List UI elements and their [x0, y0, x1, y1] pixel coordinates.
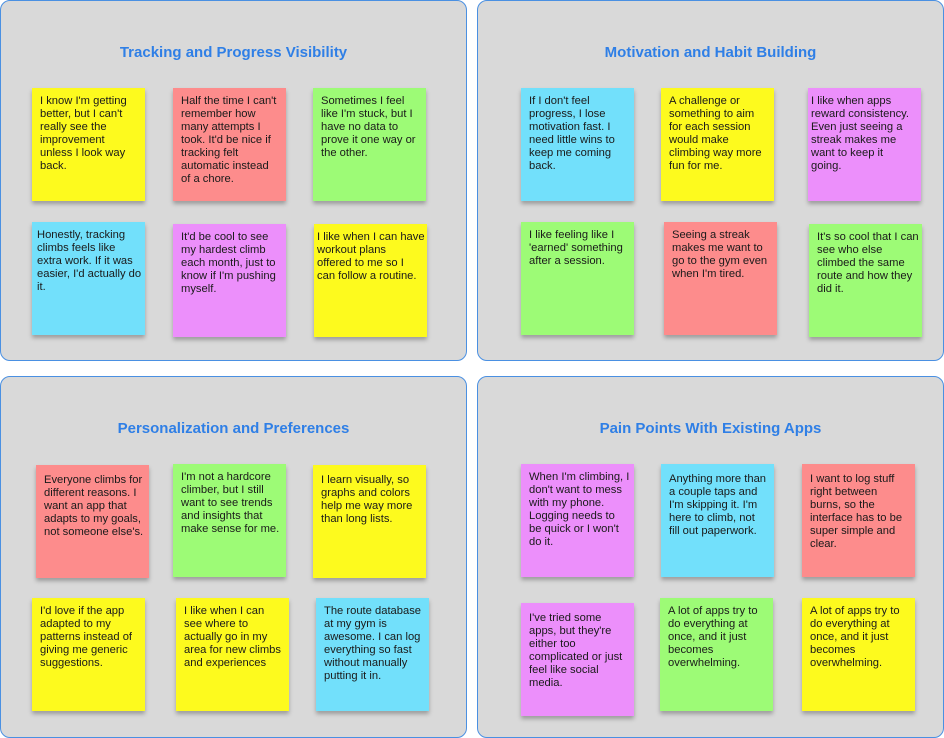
sticky-note[interactable]: Seeing a streak makes me want to go to t…	[664, 222, 777, 335]
sticky-note[interactable]: Everyone climbs for different reasons. I…	[36, 465, 149, 578]
panel-personalization: Personalization and Preferences Everyone…	[0, 376, 467, 738]
sticky-note[interactable]: Half the time I can't remember how many …	[173, 88, 286, 201]
sticky-note[interactable]: When I'm climbing, I don't want to mess …	[521, 464, 634, 577]
sticky-note[interactable]: I know I'm getting better, but I can't r…	[32, 88, 145, 201]
sticky-note[interactable]: A lot of apps try to do everything at on…	[660, 598, 773, 711]
sticky-note[interactable]: It's so cool that I can see who else cli…	[809, 224, 922, 337]
sticky-note[interactable]: A lot of apps try to do everything at on…	[802, 598, 915, 711]
sticky-note[interactable]: The route database at my gym is awesome.…	[316, 598, 429, 711]
panel-title: Personalization and Preferences	[117, 420, 350, 437]
sticky-note[interactable]: I like feeling like I 'earned' something…	[521, 222, 634, 335]
sticky-note[interactable]: I'm not a hardcore climber, but I still …	[173, 464, 286, 577]
sticky-note[interactable]: A challenge or something to aim for each…	[661, 88, 774, 201]
panel-tracking-progress: Tracking and Progress Visibility I know …	[0, 0, 467, 361]
sticky-note[interactable]: I want to log stuff right between burns,…	[802, 464, 915, 577]
sticky-note[interactable]: If I don't feel progress, I lose motivat…	[521, 88, 634, 201]
sticky-note[interactable]: Anything more than a couple taps and I'm…	[661, 464, 774, 577]
panel-title: Motivation and Habit Building	[604, 44, 817, 61]
sticky-note[interactable]: Honestly, tracking climbs feels like ext…	[32, 222, 145, 335]
sticky-note[interactable]: Sometimes I feel like I'm stuck, but I h…	[313, 88, 426, 201]
panel-title: Tracking and Progress Visibility	[119, 44, 348, 61]
sticky-note[interactable]: I like when apps reward consistency. Eve…	[808, 88, 921, 201]
panel-pain-points: Pain Points With Existing Apps When I'm …	[477, 376, 944, 738]
panel-title: Pain Points With Existing Apps	[599, 420, 822, 437]
sticky-note[interactable]: I've tried some apps, but they're either…	[521, 603, 634, 716]
sticky-note[interactable]: I like when I can have workout plans off…	[314, 224, 427, 337]
sticky-note[interactable]: It'd be cool to see my hardest climb eac…	[173, 224, 286, 337]
sticky-note[interactable]: I'd love if the app adapted to my patter…	[32, 598, 145, 711]
sticky-note[interactable]: I learn visually, so graphs and colors h…	[313, 465, 426, 578]
panel-motivation-habit: Motivation and Habit Building If I don't…	[477, 0, 944, 361]
sticky-note[interactable]: I like when I can see where to actually …	[176, 598, 289, 711]
